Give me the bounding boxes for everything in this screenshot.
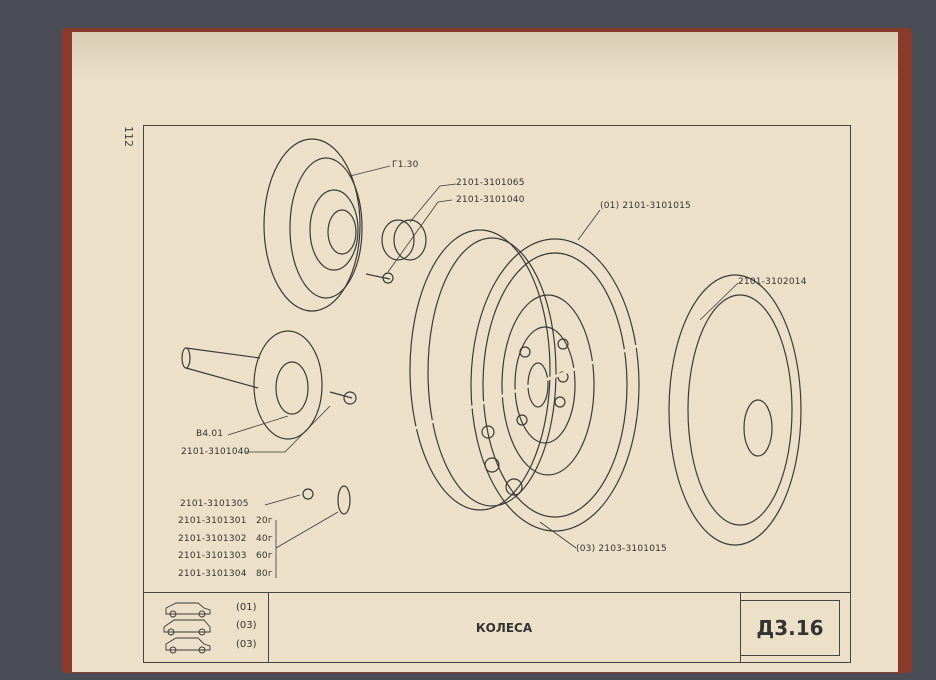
leader-lines: [227, 165, 739, 578]
weight-part: 2101-3101303: [178, 551, 247, 561]
axle-flange: [181, 330, 323, 440]
model-label: (03): [236, 639, 257, 650]
wheel: [409, 229, 641, 532]
callout-hub-ref: Г1.30: [392, 160, 419, 170]
title-block-cell-divider: [268, 592, 269, 663]
page-stack-edge: [72, 32, 898, 82]
model-label: (03): [236, 620, 257, 631]
callout-wheel-01: (01) 2101-3101015: [600, 201, 691, 211]
weight-value: 40г: [256, 534, 273, 544]
weight-value: 80г: [256, 569, 273, 579]
model-label: (01): [236, 602, 257, 613]
weight-part: 2101-3101304: [178, 569, 247, 579]
sheet-code: Д3.16: [740, 600, 840, 656]
sheet-title: КОЛЕСА: [475, 620, 533, 635]
title-block-divider: [143, 592, 851, 593]
drawing-frame: [143, 125, 851, 663]
callout-valve: 2101-3101305: [180, 499, 249, 509]
callout-bolt-top: 2101-3101040: [456, 195, 525, 205]
callout-cap: 2101-3101065: [456, 178, 525, 188]
callout-bolt-bottom: 2101-3101040: [181, 447, 250, 457]
valve-and-weight: [302, 485, 351, 515]
hub-cap: [381, 219, 427, 261]
wheel-bolt-bottom: [329, 391, 357, 405]
hubcap-trim: [668, 274, 802, 546]
wheel-bolt-top: [365, 272, 394, 284]
weight-part: 2101-3101301: [178, 516, 247, 526]
brake-disc-hub: [263, 138, 363, 312]
callout-axle-ref: В4.01: [196, 429, 224, 439]
weight-part: 2101-3101302: [178, 534, 247, 544]
callout-hubcap: 2101-3102014: [738, 277, 807, 287]
callout-wheel-03: (03) 2103-3101015: [576, 544, 667, 554]
weight-value: 20г: [256, 516, 273, 526]
car-icons: [163, 602, 211, 654]
weight-value: 60г: [256, 551, 273, 561]
